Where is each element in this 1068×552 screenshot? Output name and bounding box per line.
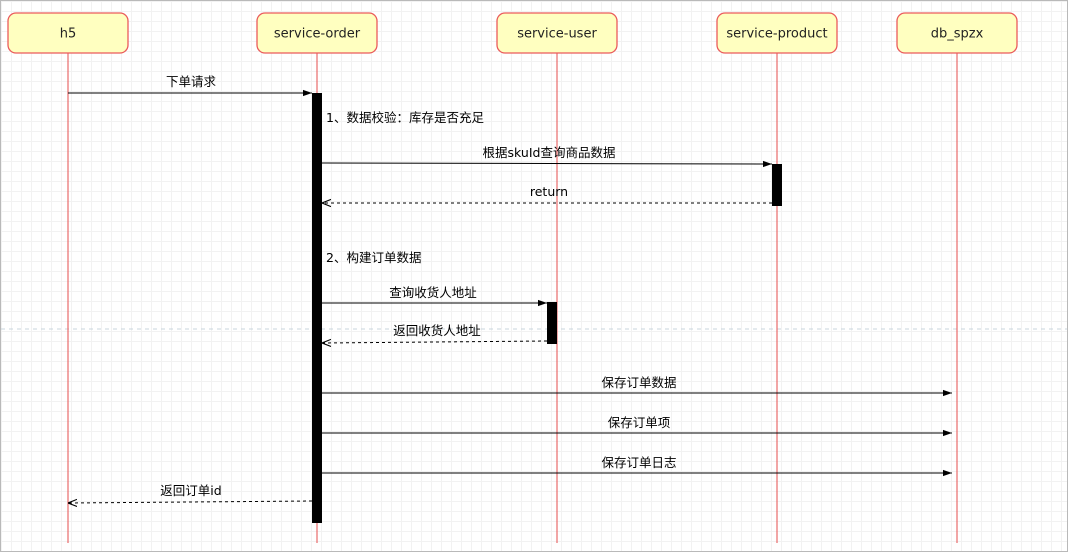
message-label: 查询收货人地址 <box>389 285 477 300</box>
activation-service-order <box>312 93 322 523</box>
message-return-address[interactable]: 返回收货人地址 <box>322 323 548 343</box>
message-label: 保存订单数据 <box>601 375 676 390</box>
message-query-product[interactable]: 根据skuId查询商品数据 <box>321 145 773 168</box>
participant-service-product[interactable]: service-product <box>716 12 838 54</box>
participant-db-spzx[interactable]: db_spzx <box>896 12 1018 54</box>
message-label: 保存订单项 <box>608 415 671 430</box>
message-label: 返回订单id <box>160 483 221 498</box>
message-return-order-id[interactable]: 返回订单id <box>68 483 313 503</box>
participant-label: service-product <box>726 27 827 42</box>
participant-service-order[interactable]: service-order <box>256 12 378 54</box>
message-save-order-items[interactable]: 保存订单项 <box>322 415 952 437</box>
note-build-order: 2、构建订单数据 <box>326 250 421 265</box>
message-query-address[interactable]: 查询收货人地址 <box>322 285 547 307</box>
participant-h5[interactable]: h5 <box>7 12 129 54</box>
message-label: 下单请求 <box>166 74 217 89</box>
message-label: 保存订单日志 <box>601 455 676 470</box>
activation-service-user <box>547 302 557 344</box>
message-label: 根据skuId查询商品数据 <box>483 145 616 160</box>
participant-label: service-order <box>274 27 361 42</box>
participant-label: h5 <box>60 27 77 42</box>
participant-label: service-user <box>517 27 597 42</box>
message-save-order-log[interactable]: 保存订单日志 <box>322 455 952 477</box>
participant-label: db_spzx <box>931 27 984 42</box>
message-save-order[interactable]: 保存订单数据 <box>322 375 952 397</box>
activation-service-product <box>772 164 782 206</box>
note-data-validation: 1、数据校验：库存是否充足 <box>326 110 484 125</box>
message-place-order[interactable]: 下单请求 <box>68 74 312 97</box>
participant-service-user[interactable]: service-user <box>496 12 618 54</box>
message-label: 返回收货人地址 <box>393 323 481 338</box>
message-product-return[interactable]: return <box>322 184 772 203</box>
message-label: return <box>530 184 568 199</box>
